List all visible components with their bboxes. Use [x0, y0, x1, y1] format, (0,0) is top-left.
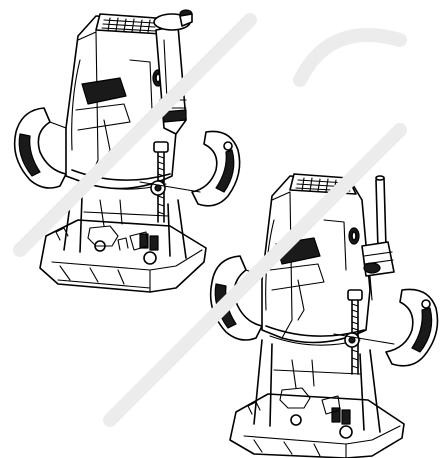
motor-housing-2 [261, 173, 371, 346]
left-handle-1 [13, 107, 67, 189]
router-lower-right [209, 173, 439, 458]
right-handle-1 [191, 130, 241, 207]
router-upper-left [13, 9, 241, 293]
base-plate-1 [39, 219, 207, 293]
left-handle-2 [209, 255, 263, 341]
right-handle-2 [385, 288, 439, 367]
